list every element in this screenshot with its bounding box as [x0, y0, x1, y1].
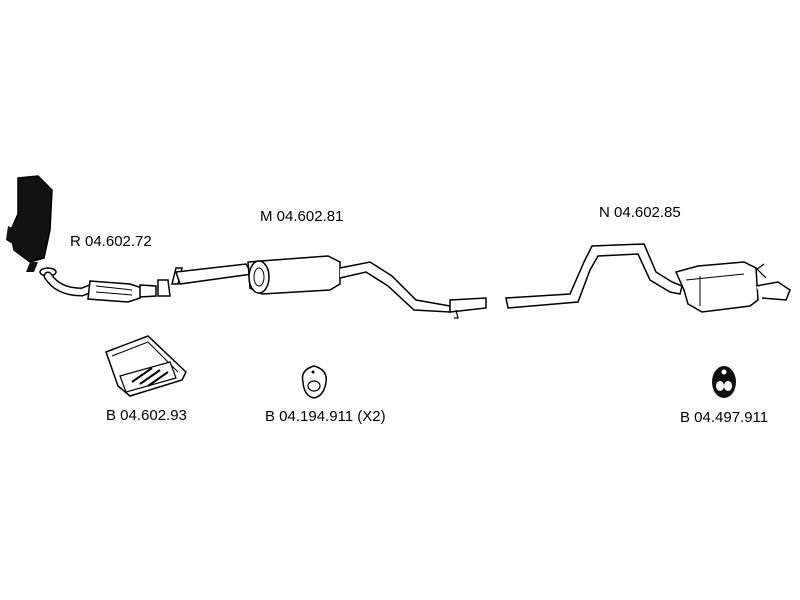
rear-muffler-section[interactable]	[505, 243, 791, 313]
label-hanger-large: B 04.497.911	[680, 409, 769, 426]
rubber-hanger-large[interactable]	[712, 366, 736, 398]
front-pipe-catalyst[interactable]	[39, 267, 171, 303]
middle-section[interactable]	[171, 255, 487, 319]
label-front-pipe: R 04.602.72	[70, 233, 152, 250]
label-hanger-small: B 04.194.911 (X2)	[265, 408, 386, 425]
label-rear-muffler: N 04.602.85	[599, 204, 681, 221]
label-heat-shield: B 04.602.93	[106, 407, 187, 424]
rubber-hanger-small[interactable]	[301, 365, 327, 399]
engine-manifold	[6, 175, 53, 272]
heat-shield[interactable]	[105, 335, 187, 397]
label-middle-section: M 04.602.81	[260, 208, 344, 225]
